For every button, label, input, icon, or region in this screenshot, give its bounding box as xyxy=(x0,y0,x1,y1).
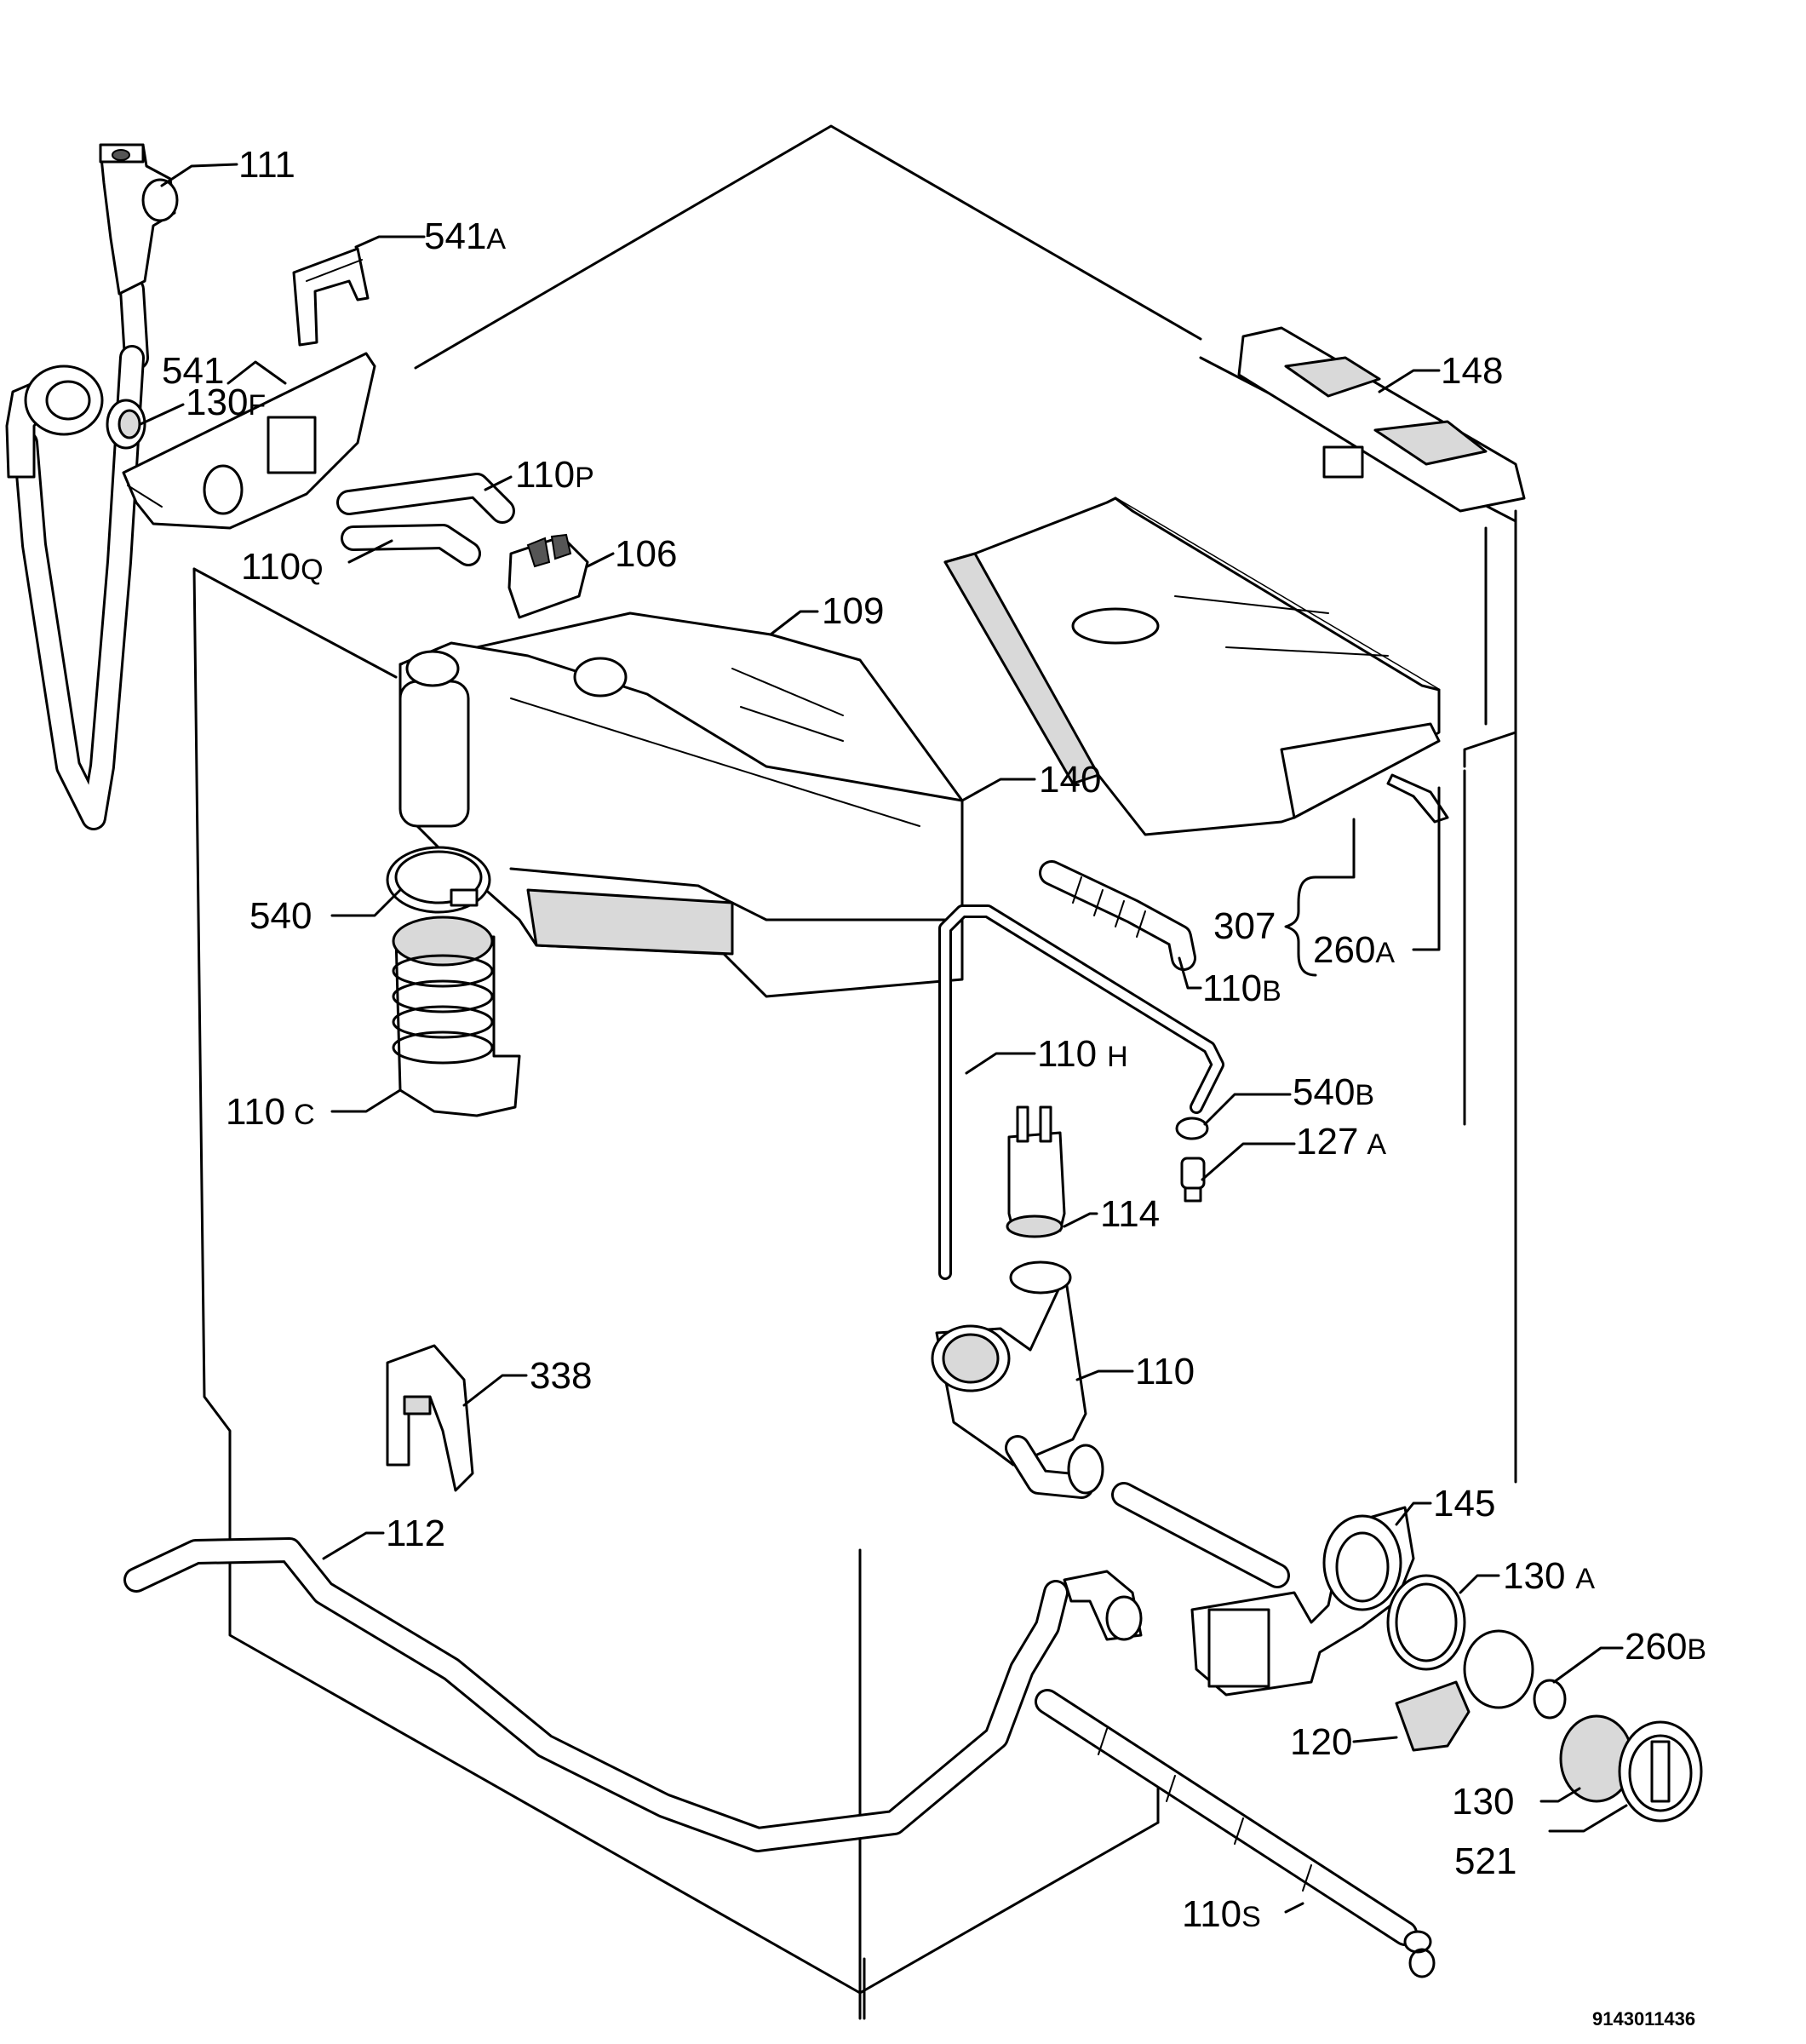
label-540b: 540B xyxy=(1293,1071,1374,1113)
label-338: 338 xyxy=(530,1355,592,1397)
label-111: 111 xyxy=(238,144,295,186)
label-145: 145 xyxy=(1433,1483,1495,1524)
label-307: 307 xyxy=(1213,905,1276,947)
seal-ring-130a xyxy=(1386,1574,1466,1671)
label-541a: 541A xyxy=(424,215,506,257)
label-120: 120 xyxy=(1290,1721,1352,1763)
label-260a: 260A xyxy=(1313,929,1395,971)
label-110: 110 xyxy=(1135,1351,1195,1392)
dispenser-drawer-307 xyxy=(943,497,1441,836)
terminal-106 xyxy=(507,533,589,619)
clamp-540b xyxy=(1175,1117,1209,1140)
dispenser-housing-109 xyxy=(398,611,964,998)
label-109: 109 xyxy=(822,590,884,632)
clamp-540 xyxy=(386,846,491,914)
label-110b: 110B xyxy=(1202,967,1281,1009)
corrugated-hose-110b xyxy=(1039,860,1196,971)
label-112: 112 xyxy=(386,1513,445,1554)
dispenser-cover-148 xyxy=(1237,326,1526,513)
label-114: 114 xyxy=(1100,1193,1160,1235)
clip-541a xyxy=(292,247,370,347)
label-260b: 260B xyxy=(1625,1626,1706,1668)
hoses-110p-110q xyxy=(336,473,515,566)
pressure-chamber-114 xyxy=(1006,1105,1066,1238)
bracket-541 xyxy=(122,352,376,530)
label-110s: 110S xyxy=(1182,1893,1261,1935)
reference-code: 9143011436 xyxy=(1592,2008,1695,2030)
label-521: 521 xyxy=(1454,1840,1516,1882)
fitting-127a xyxy=(1180,1157,1206,1203)
inlet-valve-111 xyxy=(99,143,179,370)
drain-pump-145 xyxy=(1111,1482,1415,1697)
spring-260b xyxy=(1533,1679,1567,1720)
label-130f: 130F xyxy=(186,382,266,423)
label-140: 140 xyxy=(1039,759,1101,801)
label-540: 540 xyxy=(249,895,312,937)
clip-260a xyxy=(1386,773,1449,824)
label-148: 148 xyxy=(1441,350,1503,392)
label-110q: 110Q xyxy=(241,546,324,588)
label-110p: 110P xyxy=(515,454,594,496)
filter-120 xyxy=(1395,1629,1534,1752)
inlet-hose xyxy=(5,345,145,830)
sump-hose-110 xyxy=(931,1260,1104,1499)
hose-110h xyxy=(938,904,1224,1280)
label-541: 541 xyxy=(162,350,224,392)
corrugated-hose-110s xyxy=(1035,1689,1436,1978)
label-106: 106 xyxy=(615,533,677,575)
label-130: 130 xyxy=(1452,1781,1514,1823)
hose-guide-338 xyxy=(386,1344,474,1492)
leader-lines xyxy=(139,163,1628,1914)
drain-hose-112 xyxy=(123,1537,1143,1852)
cover-521 xyxy=(1618,1720,1703,1823)
filter-ring-130f xyxy=(106,399,146,450)
part-labels: 111 541A 541 130F 110P 110Q 106 109 148 … xyxy=(162,144,1706,1935)
bellows-hose-110c xyxy=(392,916,521,1117)
